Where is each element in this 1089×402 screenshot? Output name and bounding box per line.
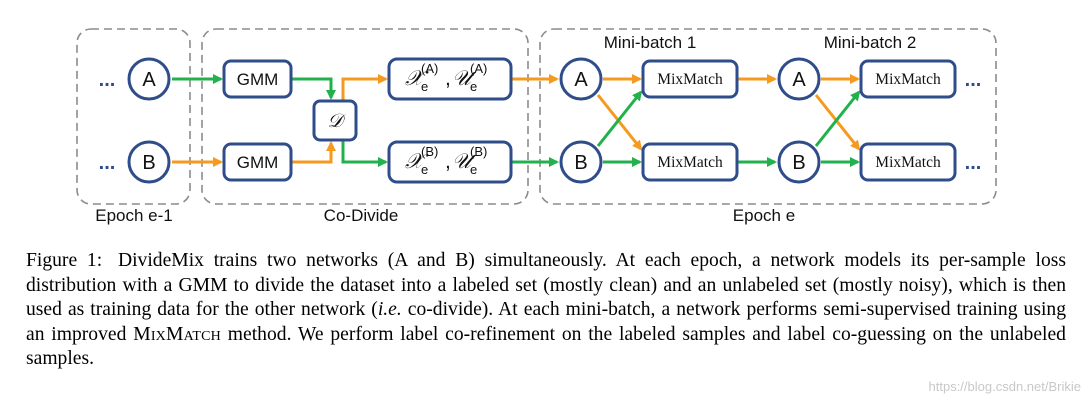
epoch-prev-frame: [76, 28, 191, 205]
set-a-x: 𝒳: [405, 67, 429, 90]
ellipsis-right-b: ...: [965, 152, 982, 174]
caption-text-part1: DivideMix trains two networks (A and B) …: [26, 250, 1067, 321]
group-label-epoch-cur: Epoch e: [733, 206, 795, 225]
set-a-x-sup: (A): [421, 61, 438, 76]
set-b-u: 𝒰: [452, 150, 477, 173]
network-b-mb2-label: B: [792, 152, 805, 174]
ellipsis-left-b: ...: [99, 152, 116, 174]
set-a-u-sup: (A): [470, 61, 487, 76]
set-a-box: [387, 57, 513, 101]
group-label-co-divide: Co-Divide: [324, 206, 399, 225]
caption-text-part3: method. We perform label co-refinement o…: [26, 323, 1066, 370]
network-b-prev-node: [127, 140, 171, 184]
set-a-u: 𝒰: [452, 67, 477, 90]
figure-label: Figure 1:: [26, 250, 103, 271]
network-a-prev-node: [127, 57, 171, 101]
mixmatch-mb2-a-box: [859, 59, 957, 99]
network-a-mb1-label: A: [574, 69, 588, 91]
figure-caption: Figure 1: DivideMix trains two networks …: [26, 249, 1066, 372]
set-b-x-sub: e: [421, 162, 428, 177]
network-a-mb2-node: [777, 57, 821, 101]
caption-text-part2: co-divide). At each mini-batch, a networ…: [26, 299, 1066, 345]
mixmatch-mb1-a-label: MixMatch: [657, 71, 723, 88]
arrow-a2-to-mm2b: [814, 94, 861, 151]
arrow-gmm-a-to-d: [291, 77, 336, 100]
set-b-u-sub: e: [470, 162, 477, 177]
minibatch-1-label: Mini-batch 1: [604, 33, 697, 52]
arrows: [172, 74, 861, 167]
network-b-mb1-node: [559, 140, 603, 184]
minibatch-2-label: Mini-batch 2: [824, 33, 917, 52]
ellipsis-right-a: ...: [965, 69, 982, 91]
network-a-prev-label: A: [142, 69, 156, 91]
arrow-b1-to-mm1a: [596, 90, 643, 147]
gmm-b-label: GMM: [237, 153, 279, 172]
arrow-gmm-b-to-d: [291, 141, 336, 164]
mixmatch-mb1-b-label: MixMatch: [657, 154, 723, 171]
network-b-mb2-node: [777, 140, 821, 184]
group-label-epoch-prev: Epoch e-1: [95, 206, 173, 225]
set-b-x-sup: (B): [421, 144, 438, 159]
arrow-b2-to-mm2a: [814, 90, 861, 147]
arrow-d-to-set-a: [341, 74, 388, 100]
gmm-b-box: [222, 142, 293, 182]
divider-label: 𝒟: [327, 111, 346, 132]
gmm-a-box: [222, 59, 293, 99]
caption-ie: i.e.: [377, 299, 402, 321]
co-divide-frame: [201, 28, 529, 205]
set-a-formula: 𝒳 e (A) , 𝒰 e (A): [405, 61, 487, 94]
ellipsis-left-a: ...: [99, 69, 116, 91]
network-b-prev-label: B: [142, 152, 155, 174]
mixmatch-mb2-a-label: MixMatch: [875, 71, 941, 88]
set-b-formula: 𝒳 e (B) , 𝒰 e (B): [405, 144, 487, 177]
set-a-comma: ,: [445, 67, 451, 90]
set-b-box: [387, 140, 513, 184]
mixmatch-mb1-a-box: [641, 59, 739, 99]
arrow-a1-to-mm1b: [596, 94, 643, 151]
network-a-mb2-label: A: [792, 69, 806, 91]
set-b-u-sup: (B): [470, 144, 487, 159]
set-a-x-sub: e: [421, 79, 428, 94]
epoch-cur-frame: [539, 28, 997, 205]
arrow-d-to-set-b: [341, 141, 388, 167]
network-a-mb1-node: [559, 57, 603, 101]
divider-box: [312, 99, 358, 142]
watermark: https://blog.csdn.net/Brikie: [928, 379, 1081, 394]
mixmatch-mb1-b-box: [641, 142, 739, 182]
set-a-u-sub: e: [470, 79, 477, 94]
caption-mixmatch: MixMatch: [133, 323, 221, 345]
gmm-a-label: GMM: [237, 70, 279, 89]
mixmatch-mb2-b-label: MixMatch: [875, 154, 941, 171]
set-b-comma: ,: [445, 150, 451, 173]
dividemix-diagram: Epoch e-1 Co-Divide Epoch e Mini-batch 1…: [76, 28, 997, 225]
set-b-x: 𝒳: [405, 150, 429, 173]
mixmatch-mb2-b-box: [859, 142, 957, 182]
network-b-mb1-label: B: [574, 152, 587, 174]
